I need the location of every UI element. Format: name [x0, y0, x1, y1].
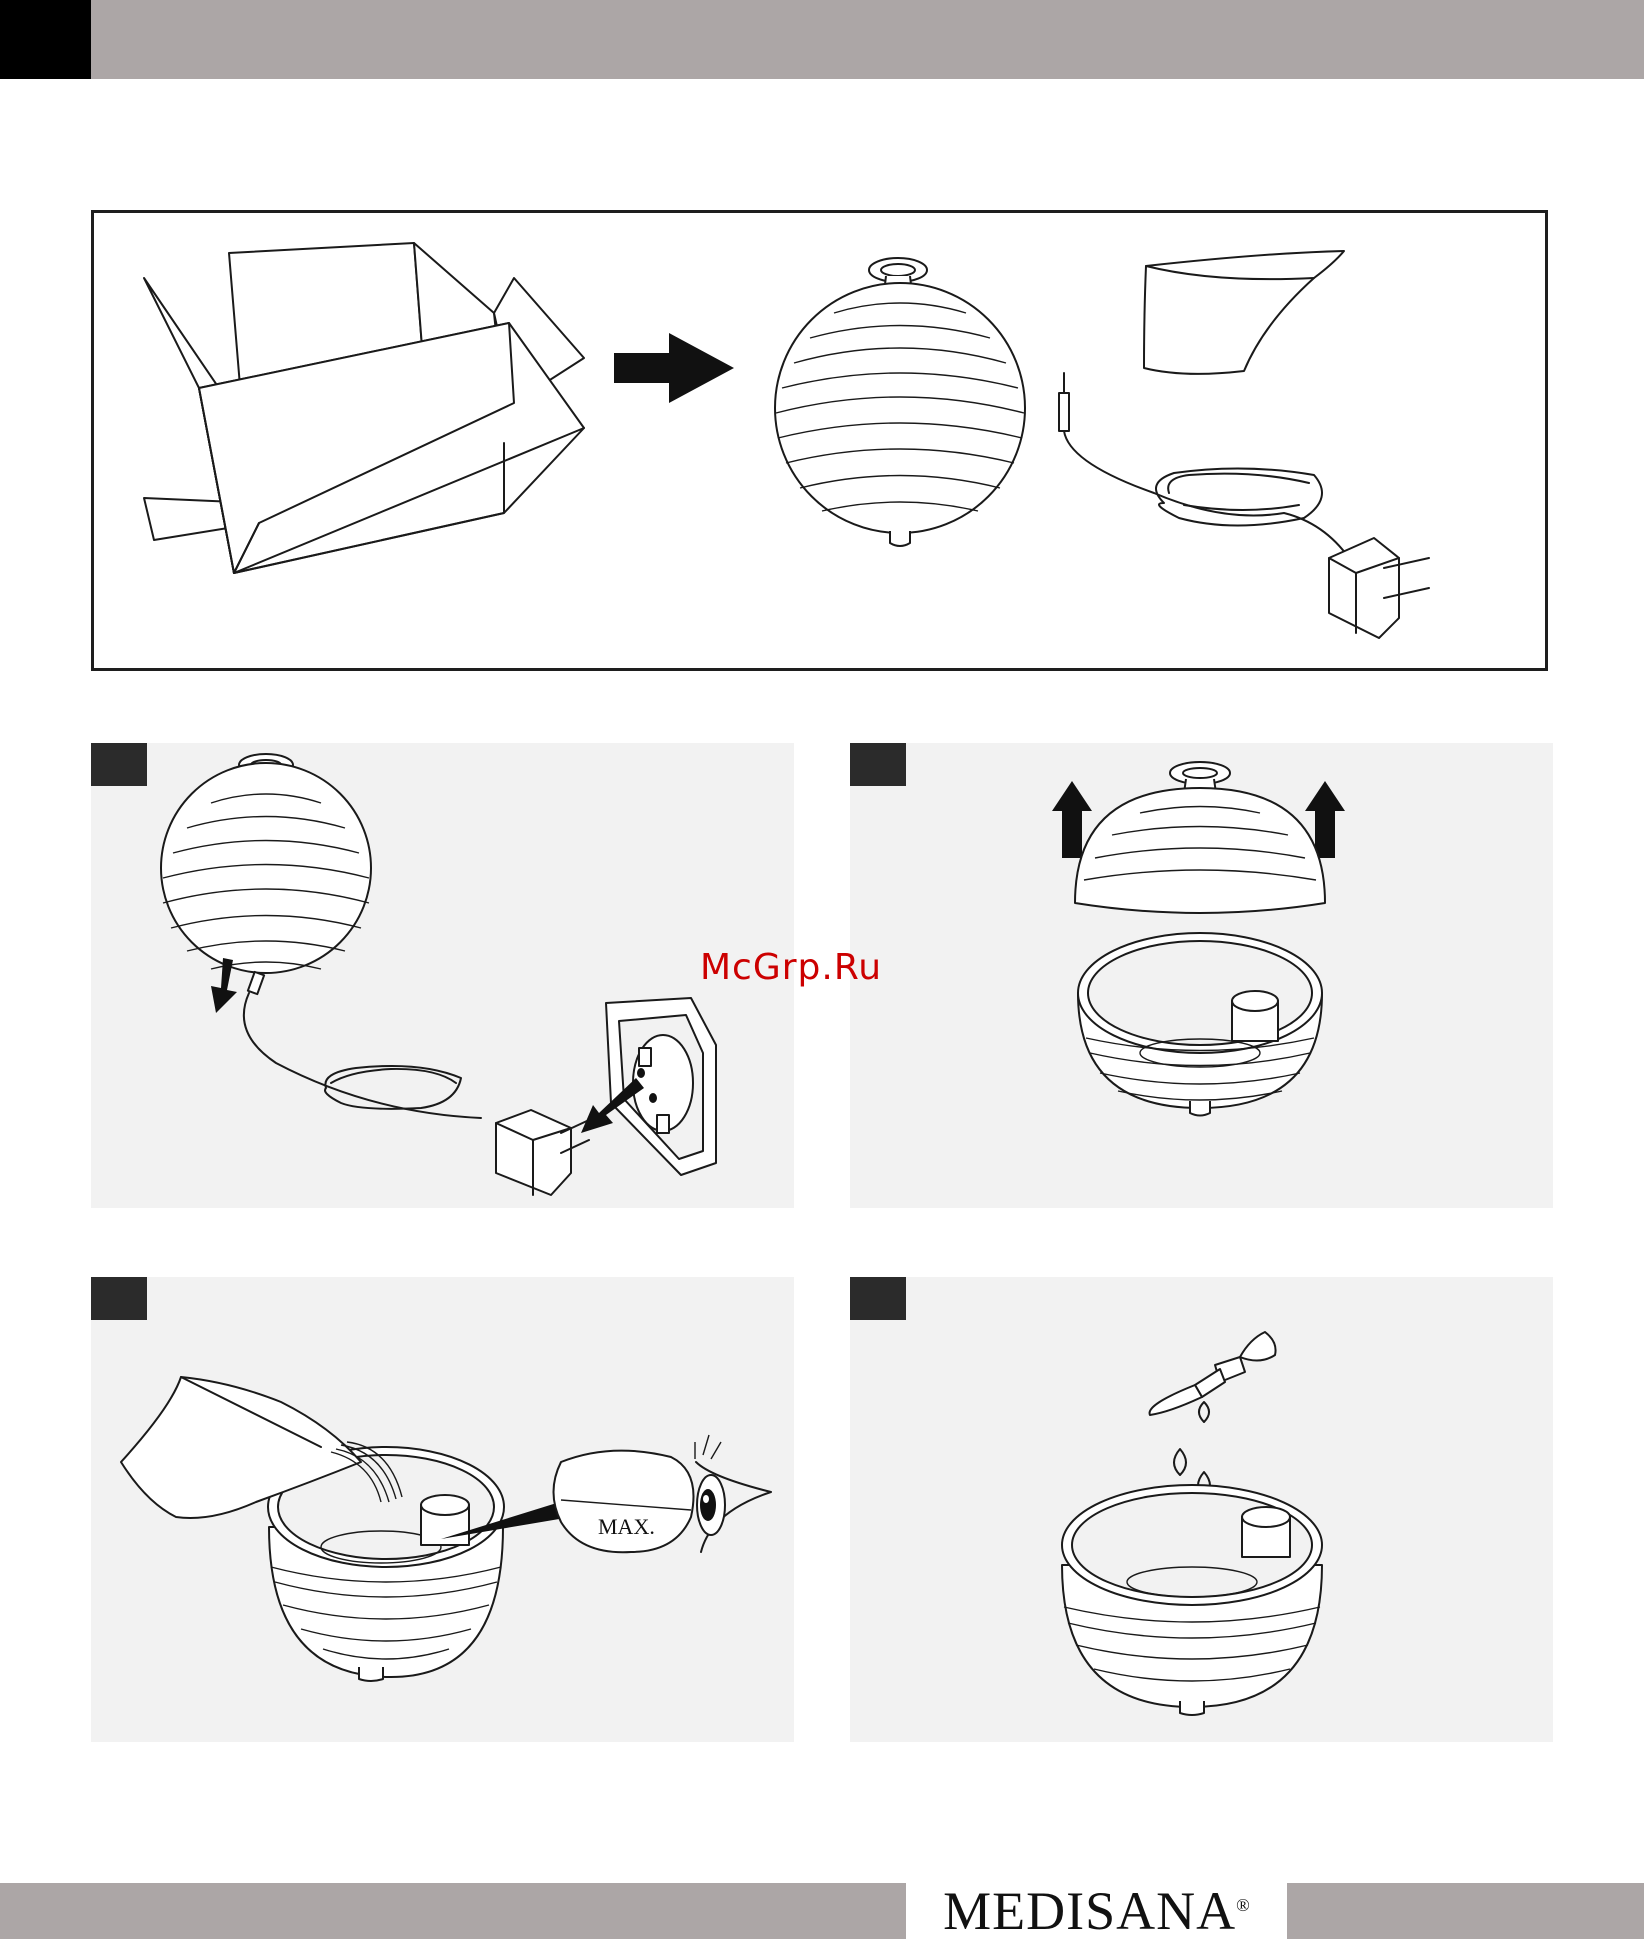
lift-cover-illustration [850, 743, 1553, 1208]
fill-water-illustration: MAX. [91, 1277, 794, 1742]
step-panel-2 [850, 743, 1553, 1208]
footer-bar-right [1287, 1883, 1644, 1939]
open-box-icon [144, 243, 584, 573]
step-panel-4 [850, 1277, 1553, 1742]
eye-icon [695, 1435, 771, 1552]
brand-logo: MEDISANA ® [906, 1883, 1287, 1939]
oil-drop-icon [1199, 1402, 1209, 1422]
dropper-icon [1150, 1332, 1276, 1415]
measuring-jug-icon [1144, 251, 1344, 374]
connect-power-illustration [91, 743, 794, 1208]
wall-socket-icon [606, 998, 716, 1175]
footer-bar-left [0, 1883, 906, 1939]
watermark: McGrp.Ru [700, 947, 882, 988]
water-tank-base-icon [1062, 1485, 1322, 1715]
header-bar [0, 0, 1644, 79]
max-level-callout: MAX. [554, 1451, 694, 1553]
step-panel-3: MAX. [91, 1277, 794, 1742]
oil-drop-icon [1174, 1449, 1186, 1475]
water-tank-base-icon [1078, 933, 1322, 1116]
max-label: MAX. [598, 1514, 655, 1539]
brand-name: MEDISANA [943, 1883, 1236, 1939]
unpacking-frame [91, 210, 1548, 671]
header-page-tab [0, 0, 91, 79]
power-adapter-icon [1059, 373, 1429, 638]
diffuser-device-icon [775, 258, 1025, 546]
unpacking-illustration [94, 213, 1551, 674]
brand-registered-mark: ® [1236, 1885, 1250, 1925]
arrow-right-icon [614, 333, 734, 403]
step-panel-1 [91, 743, 794, 1208]
add-oil-illustration [850, 1277, 1553, 1742]
